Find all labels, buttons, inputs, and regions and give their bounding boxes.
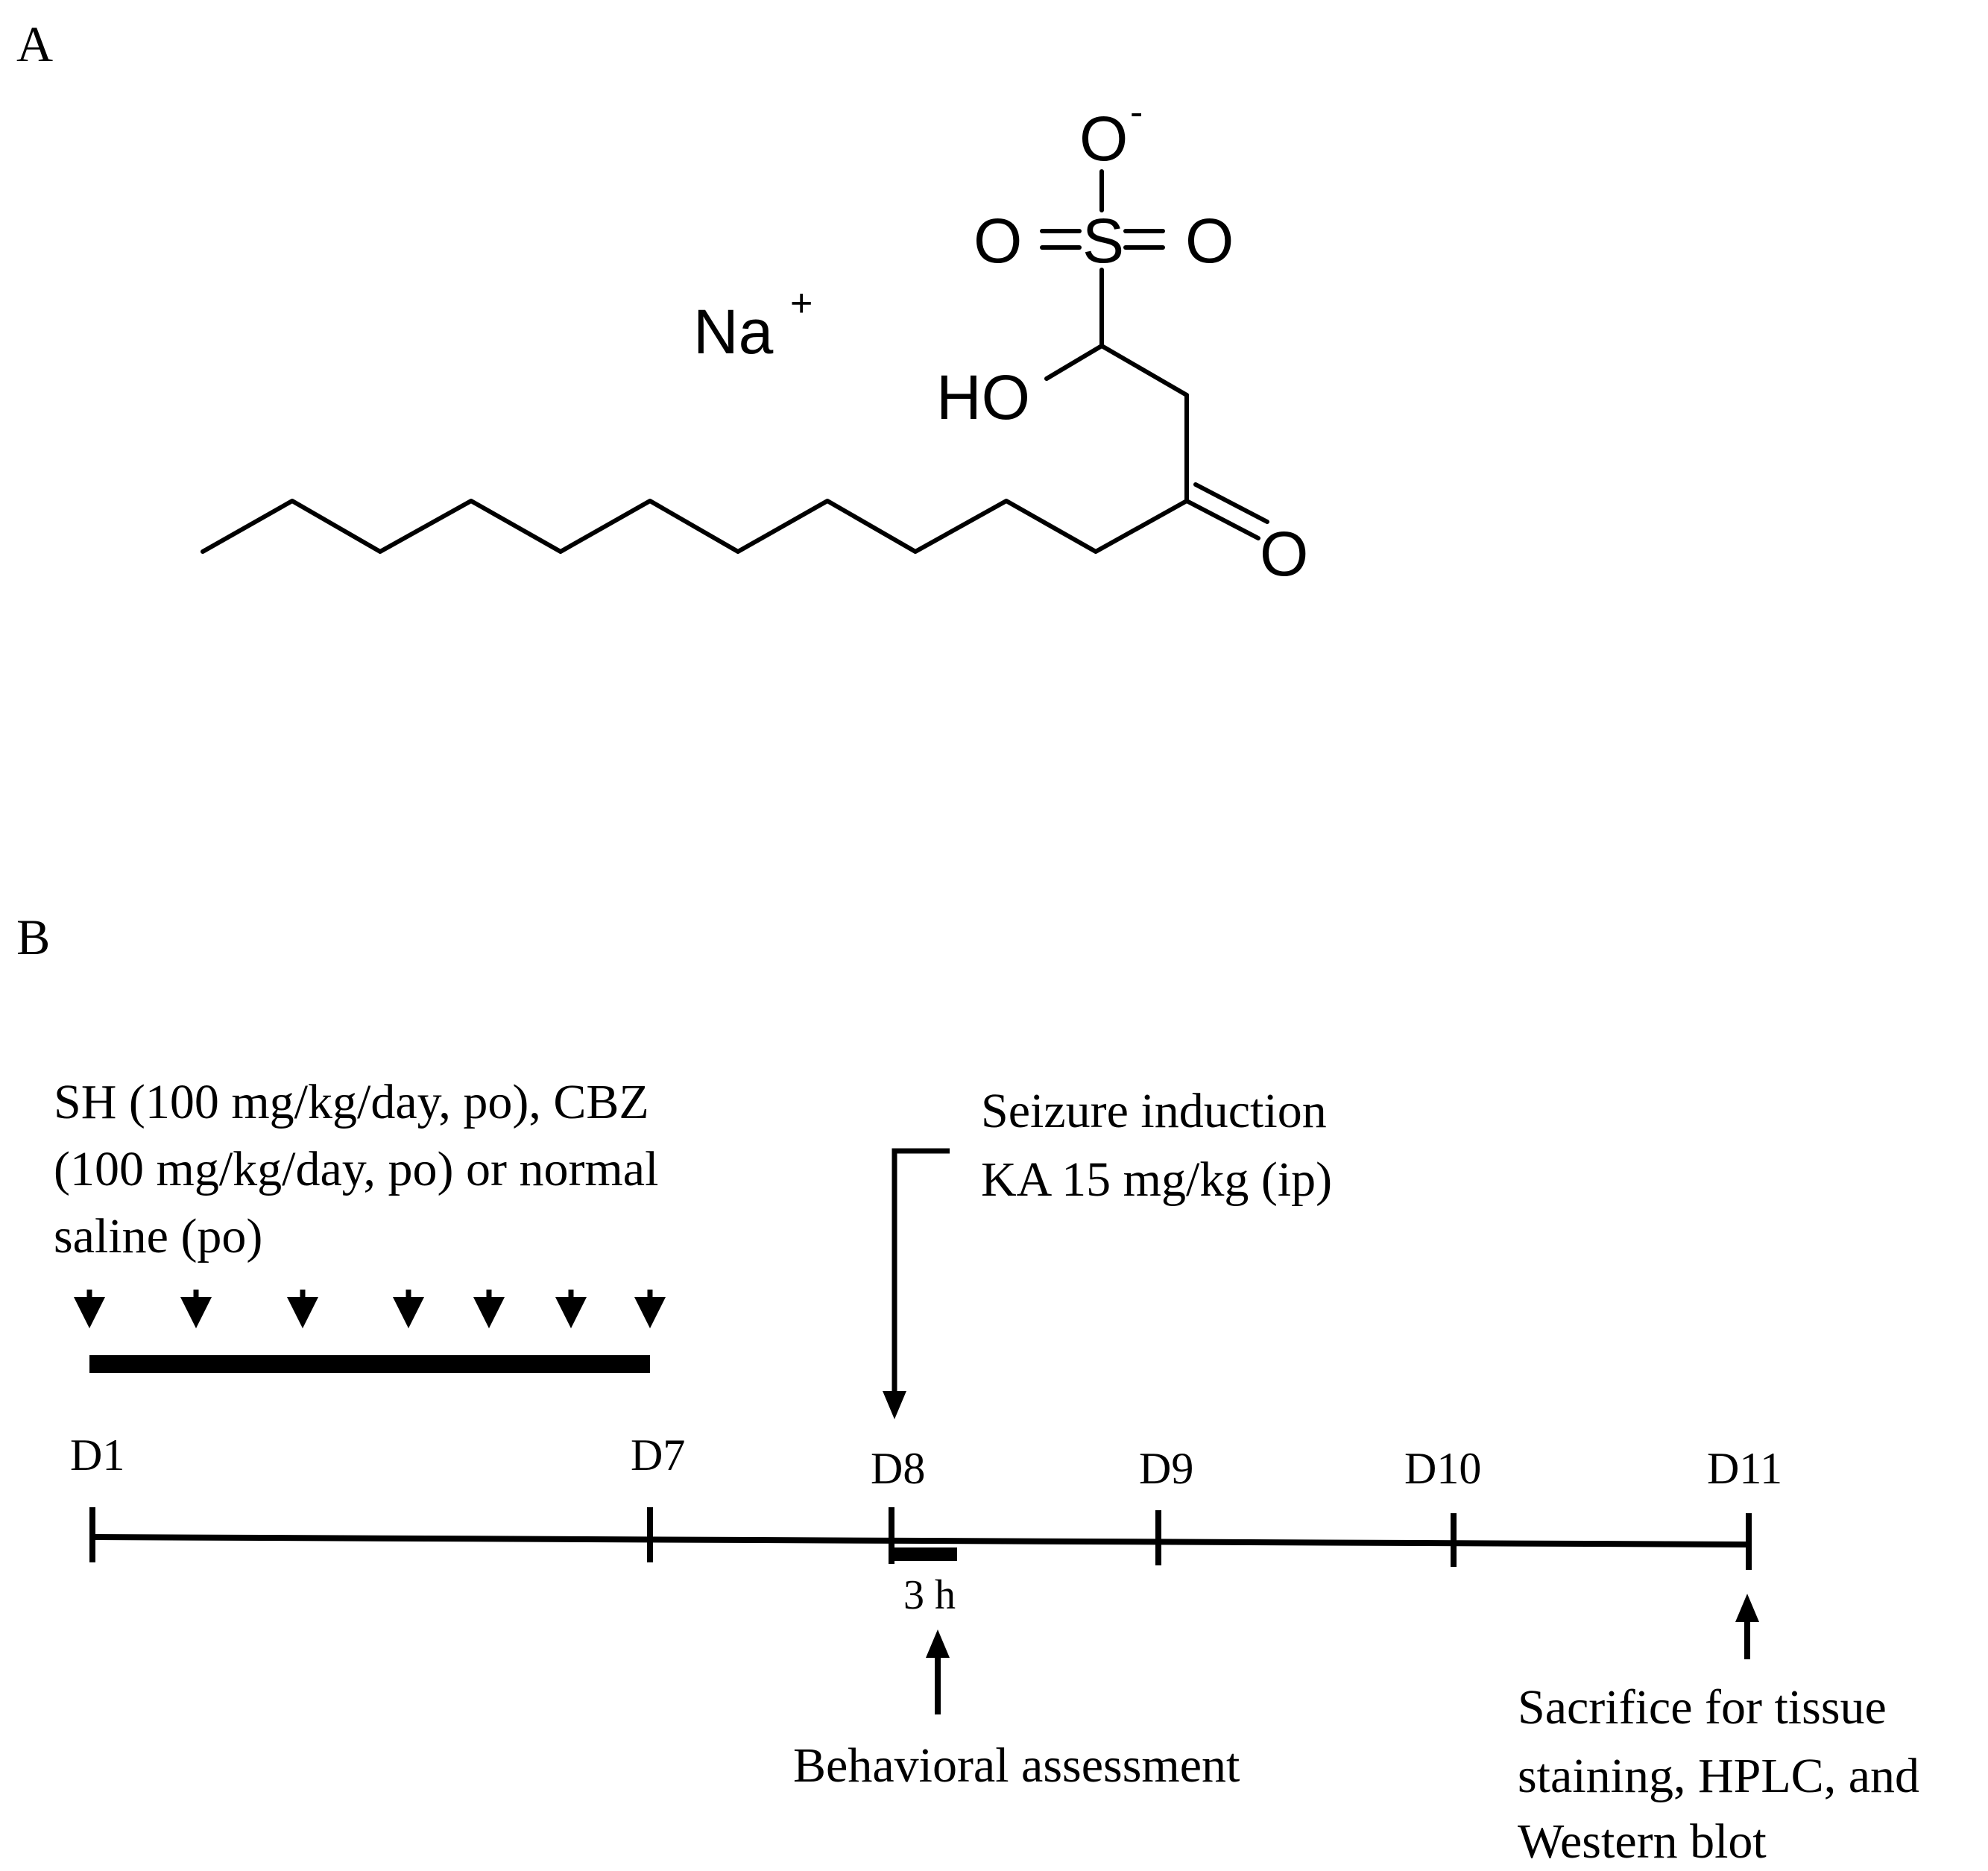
day-label-d1: D1 <box>70 1430 124 1480</box>
sacrifice-text-line-3: Western blot <box>1518 1814 1767 1869</box>
sacrifice-text-line-2: staining, HPLC, and <box>1518 1749 1919 1803</box>
panel-a-label: A <box>16 16 53 72</box>
ketone-oxygen-atom: O <box>1260 519 1308 589</box>
sodium-charge: + <box>790 282 812 325</box>
day-label-d7: D7 <box>631 1430 685 1480</box>
sacrifice-text-line-1: Sacrifice for tissue <box>1518 1680 1887 1735</box>
chemical-structure: O - O S O HO O Na + <box>201 91 1308 589</box>
seizure-text-line-1: Seizure induction <box>981 1084 1327 1138</box>
treatment-text-line-3: saline (po) <box>54 1209 262 1263</box>
day-label-d8: D8 <box>871 1444 925 1493</box>
chain-bond-choh <box>1099 344 1189 397</box>
day-label-d9: D9 <box>1139 1444 1193 1493</box>
treatment-text-line-1: SH (100 mg/kg/day, po), CBZ <box>54 1075 649 1129</box>
hydroxyl-label: HO <box>936 362 1030 432</box>
oxide-charge: - <box>1130 91 1143 134</box>
timeline-diagram: SH (100 mg/kg/day, po), CBZ (100 mg/kg/d… <box>54 1075 1919 1869</box>
timeline-axis <box>92 1534 1749 1547</box>
oxo-left-atom: O <box>974 206 1022 276</box>
duration-label: 3 h <box>903 1572 956 1618</box>
day-label-d11: D11 <box>1707 1444 1782 1493</box>
behavior-arrow-head <box>926 1629 950 1658</box>
seizure-arrow-bracket <box>892 1148 950 1392</box>
dosing-arrows <box>74 1290 666 1328</box>
treatment-text-line-2: (100 mg/kg/day, po) or normal <box>54 1142 658 1196</box>
ketone-double-bond <box>1184 499 1260 540</box>
hydroxyl-bond <box>1044 344 1104 381</box>
duration-bar-3h <box>892 1547 957 1561</box>
treatment-period-bar <box>89 1355 650 1373</box>
sacrifice-arrow-head <box>1735 1594 1759 1622</box>
sulfur-atom: S <box>1082 206 1124 276</box>
sodium-ion: Na <box>693 297 774 367</box>
day-label-d10: D10 <box>1404 1444 1481 1493</box>
behavior-text: Behavioral assessment <box>793 1738 1240 1793</box>
oxo-right-atom: O <box>1185 206 1234 276</box>
ketone-double-bond-2 <box>1193 482 1269 524</box>
seizure-arrow-head <box>883 1391 906 1419</box>
alkyl-chain-bonds <box>201 499 1189 554</box>
seizure-text-line-2: KA 15 mg/kg (ip) <box>981 1152 1332 1207</box>
panel-b-label: B <box>16 909 50 965</box>
oxide-atom: O <box>1079 104 1128 174</box>
